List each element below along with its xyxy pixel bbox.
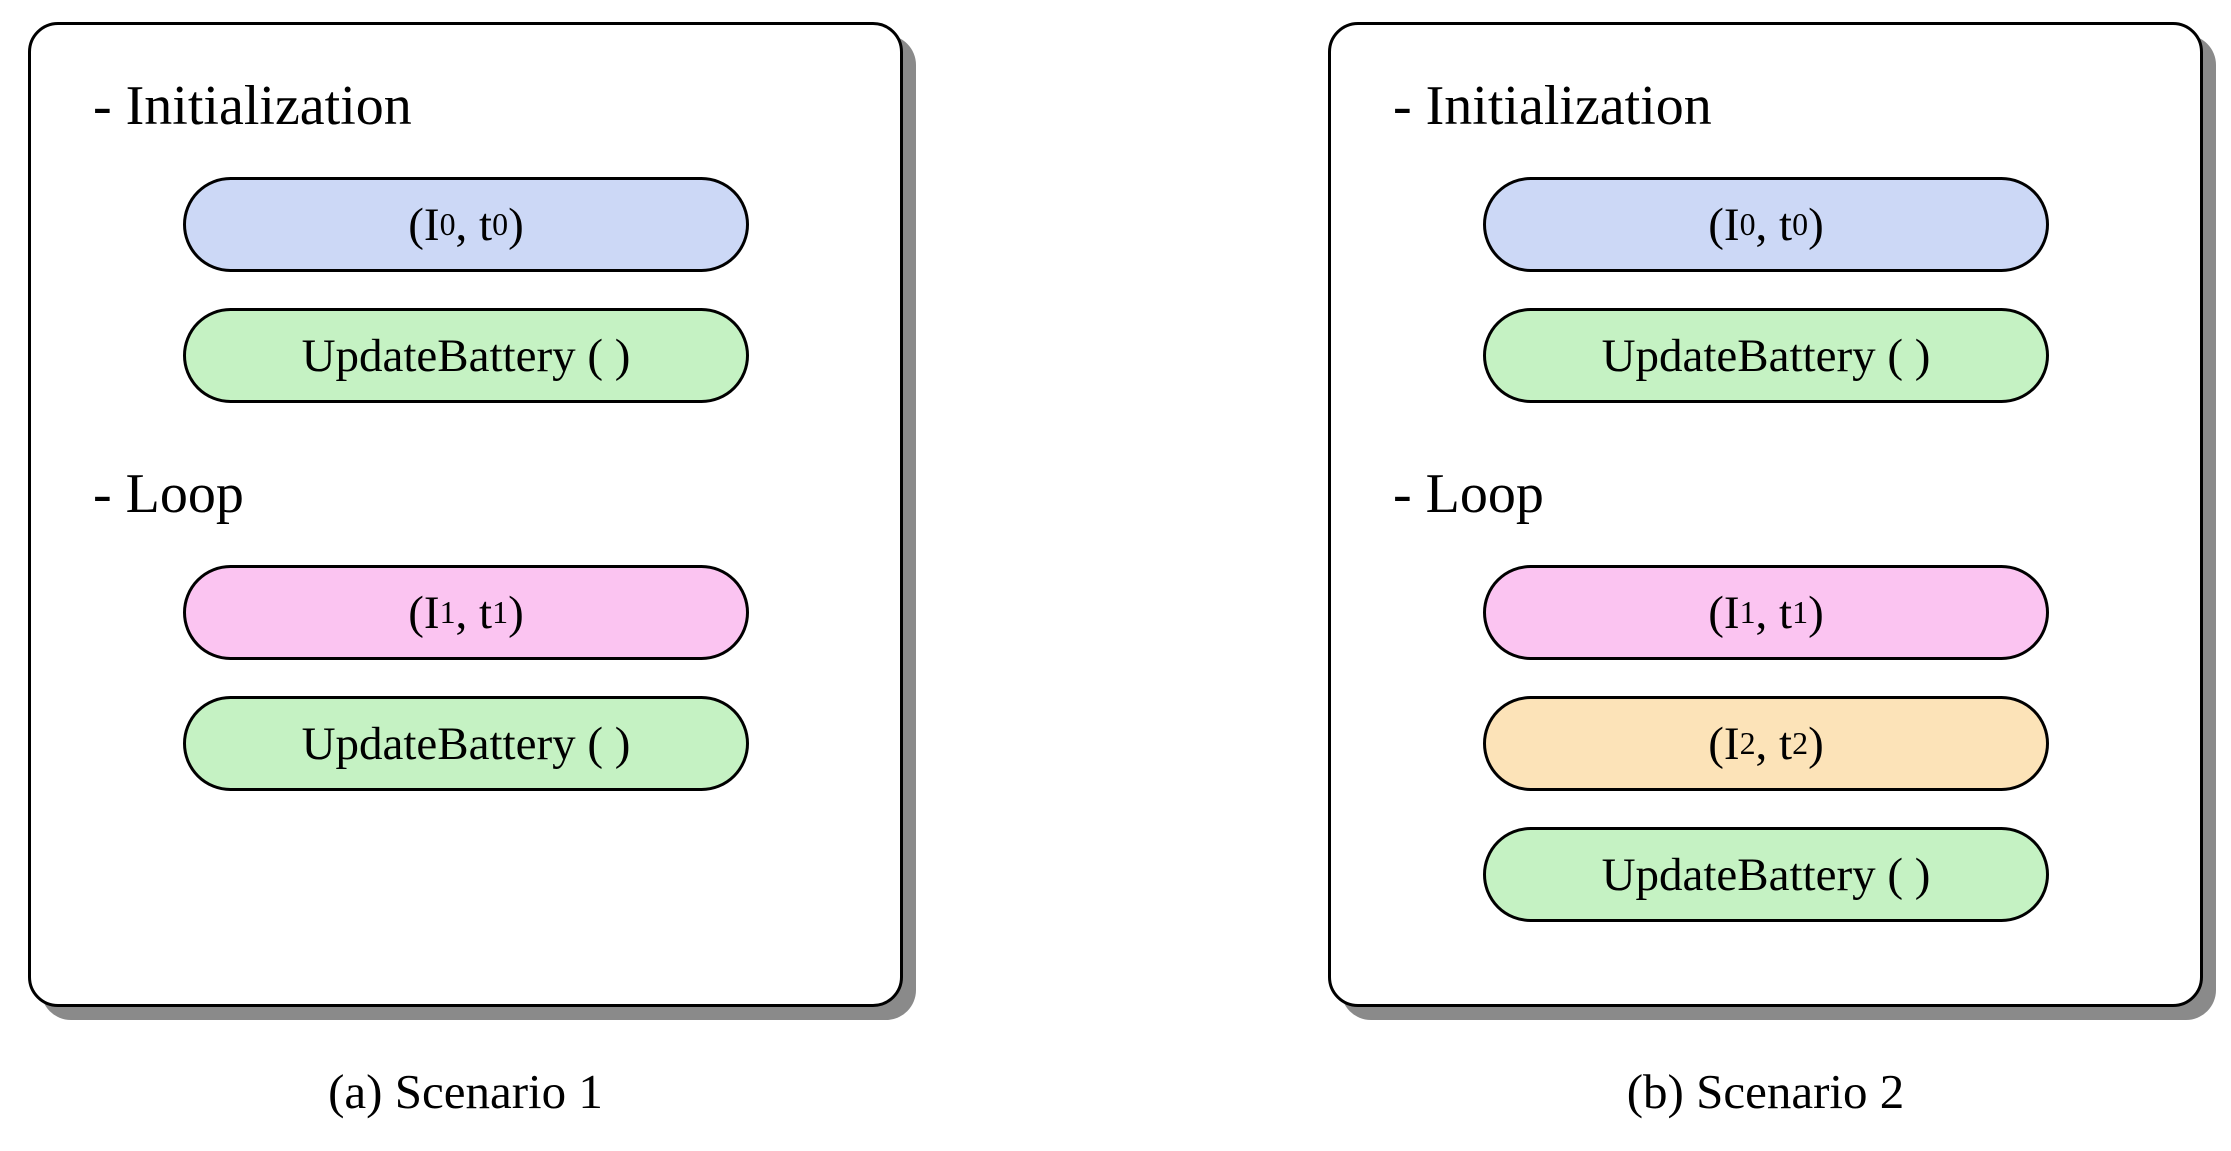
section-heading: - Initialization xyxy=(93,75,412,137)
caption-scenario-1: (a) Scenario 1 xyxy=(328,1064,603,1119)
pill-update-battery: UpdateBattery ( ) xyxy=(1483,308,2049,403)
section-heading: - Loop xyxy=(1393,463,1544,525)
pill-update-battery: UpdateBattery ( ) xyxy=(183,308,749,403)
caption-scenario-2: (b) Scenario 2 xyxy=(1626,1064,1905,1119)
section-heading: - Initialization xyxy=(1393,75,1712,137)
pill-update-battery: UpdateBattery ( ) xyxy=(1483,827,2049,922)
pill-update-battery: UpdateBattery ( ) xyxy=(183,696,749,791)
section-heading: - Loop xyxy=(93,463,244,525)
